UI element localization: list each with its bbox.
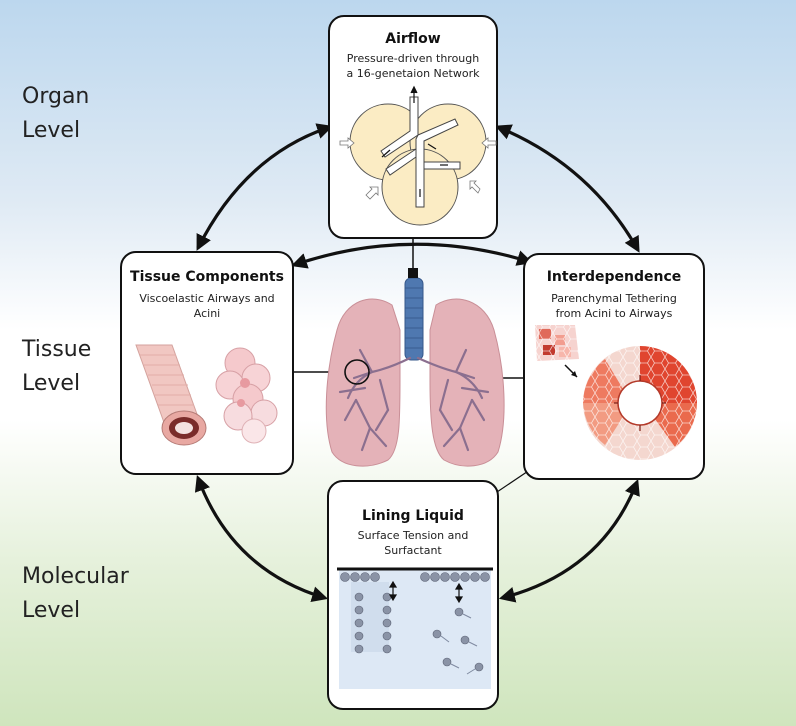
- arrow-tissue-liquid: [194, 474, 329, 602]
- right-lung: [429, 298, 505, 467]
- interdependence-subtitle-line1: Parenchymal Tethering: [551, 292, 677, 305]
- small-acini-cluster: [535, 325, 579, 361]
- acini-cluster: [215, 347, 278, 444]
- trachea-top-marker: [408, 268, 418, 278]
- surface-surfactant-layer: [340, 572, 490, 582]
- airflow-subtitle-line1: Pressure-driven through: [346, 52, 480, 65]
- free-surfactant-molecules: [432, 607, 484, 672]
- arrow-airflow-interdependence: [495, 124, 640, 253]
- tissue-title: Tissue Components: [130, 269, 284, 285]
- molecular-level-line2: Level: [22, 598, 81, 623]
- tethering-ring: [583, 346, 697, 460]
- airflow-subtitle-line2: a 16-genetaion Network: [346, 67, 480, 80]
- tissue-zoom-circle: [344, 359, 370, 385]
- interdependence-panel: Interdependence Parenchymal Tethering fr…: [523, 253, 705, 480]
- tissue-level-label: Tissue Level: [22, 333, 91, 401]
- airflow-title: Airflow: [385, 31, 441, 47]
- surfactant-diagram: [337, 567, 493, 689]
- arrow-tissue-interdependence: [290, 242, 534, 269]
- arrow-interdependence-liquid: [498, 479, 640, 603]
- airway-lumen: [617, 380, 663, 426]
- tissue-components-panel: Tissue Components Viscoelastic Airways a…: [120, 251, 294, 475]
- arrow-airflow-tissue: [196, 123, 334, 251]
- lining-liquid-panel: Lining Liquid Surface Tension and Surfac…: [327, 480, 499, 710]
- organ-level-line2: Level: [22, 118, 81, 143]
- airflow-network-diagram: [339, 85, 497, 226]
- interdependence-title: Interdependence: [546, 269, 682, 285]
- molecular-level-label: Molecular Level: [22, 560, 129, 628]
- molecular-level-line1: Molecular: [22, 564, 129, 589]
- tethering-diagram: [535, 325, 697, 460]
- lining-liquid-subtitle: Surface Tension and Surfactant: [357, 529, 469, 557]
- bilayer-stack: [351, 582, 392, 654]
- thickness-arrows: [388, 580, 464, 604]
- organ-level-label: Organ Level: [22, 80, 89, 148]
- tissue-illustration: [135, 344, 278, 446]
- organ-level-line1: Organ: [22, 84, 90, 109]
- lining-liquid-title: Lining Liquid: [362, 508, 464, 524]
- tissue-level-line2: Level: [22, 371, 81, 396]
- tissue-subtitle-line1: Viscoelastic Airways and: [139, 292, 275, 305]
- tissue-level-line1: Tissue: [22, 337, 92, 362]
- airflow-panel: Airflow Pressure-driven through a 16-gen…: [328, 15, 498, 239]
- airway-tube: [135, 344, 207, 446]
- tissue-subtitle-line2: Acini: [193, 307, 221, 320]
- pressure-arrows: [339, 137, 497, 200]
- interdependence-subtitle-line2: from Acini to Airways: [555, 307, 673, 320]
